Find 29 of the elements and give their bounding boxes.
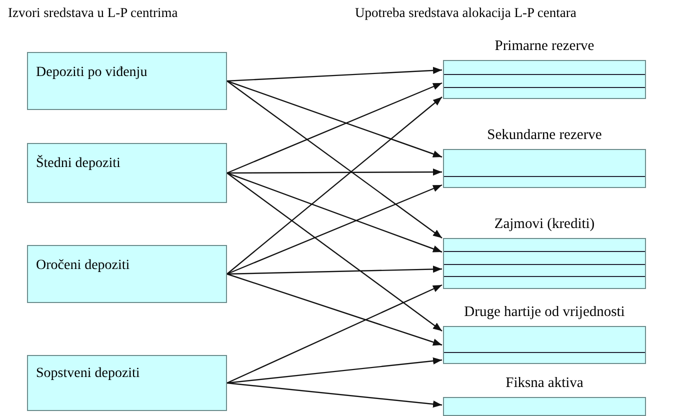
source-label: Sopstveni depoziti	[36, 366, 140, 382]
source-box	[27, 52, 227, 110]
source-box	[27, 245, 227, 303]
box-heading: Sekundarne rezerve	[486, 127, 603, 144]
arrow	[226, 96, 442, 274]
arrow	[226, 66, 442, 82]
arrow	[226, 273, 442, 346]
box-heading: Primarne rezerve	[494, 38, 596, 55]
box-heading: Fiksna aktiva	[504, 375, 584, 392]
source-box	[27, 355, 227, 411]
box-heading: Druge hartije od vrijednosti	[463, 304, 626, 321]
arrow	[226, 172, 442, 253]
arrow	[226, 266, 442, 275]
arrow	[226, 82, 442, 174]
arrow	[226, 172, 442, 332]
arrow	[226, 382, 442, 408]
arrow	[226, 357, 442, 384]
source-label: Oročeni depoziti	[36, 258, 130, 274]
arrow	[226, 184, 442, 275]
source-box	[27, 143, 227, 203]
arrow	[226, 80, 442, 238]
column-heading: Izvori sredstava u L-P centrima	[8, 5, 178, 21]
source-label: Depoziti po viđenju	[36, 65, 148, 81]
arrow	[226, 80, 442, 158]
box-heading: Zajmovi (krediti)	[493, 216, 596, 233]
source-label: Štedni depoziti	[36, 156, 120, 172]
arrow	[226, 284, 442, 384]
column-heading: Upotreba sredstava alokacija L-P centara	[355, 5, 576, 21]
arrow	[227, 168, 442, 176]
